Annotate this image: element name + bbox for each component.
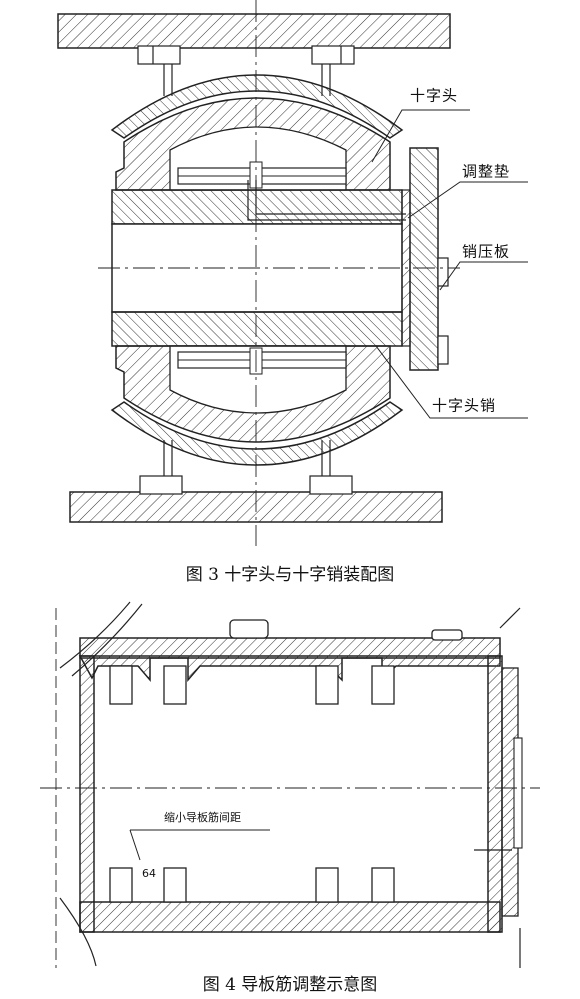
bottom-wall: [79, 901, 501, 933]
left-wall: [79, 655, 95, 933]
guide-rib-adjustment-diagram: 缩小导板筋间距 64: [40, 601, 540, 968]
top-lug-right: [431, 629, 463, 641]
pin-pressure-plate: [409, 147, 439, 371]
right-wall: [487, 655, 503, 933]
crosshead-assembly-diagram: 十字头 调整垫 销压板 十字头销: [57, 0, 528, 546]
leader-lines: [371, 109, 528, 419]
top-guide-plate: [57, 13, 451, 49]
dimension-value: 64: [142, 867, 156, 880]
crosshead-pin-lower-wall: [111, 311, 403, 347]
center-lines: [98, 0, 460, 546]
note-reduce-rib-spacing: 缩小导板筋间距: [164, 810, 241, 824]
upper-ribs: [109, 665, 395, 705]
plate-bolts: [437, 257, 449, 365]
top-bolts: [137, 45, 355, 96]
figure4-caption: 图 4 导板筋调整示意图: [202, 975, 378, 995]
label-pin-plate: 销压板: [462, 243, 510, 261]
figure3-caption: 图 3 十字头与十字销装配图: [185, 565, 395, 585]
lower-ribs: [109, 867, 395, 903]
label-adjust-pad: 调整垫: [462, 163, 510, 181]
lower-slipper: [110, 401, 404, 466]
upper-slipper: [110, 74, 404, 139]
top-lug-left: [229, 619, 269, 639]
crosshead-pin-upper-wall: [111, 189, 403, 225]
label-crosshead: 十字头: [410, 87, 458, 105]
label-crosshead-pin: 十字头销: [432, 397, 496, 415]
top-wall: [78, 655, 501, 683]
